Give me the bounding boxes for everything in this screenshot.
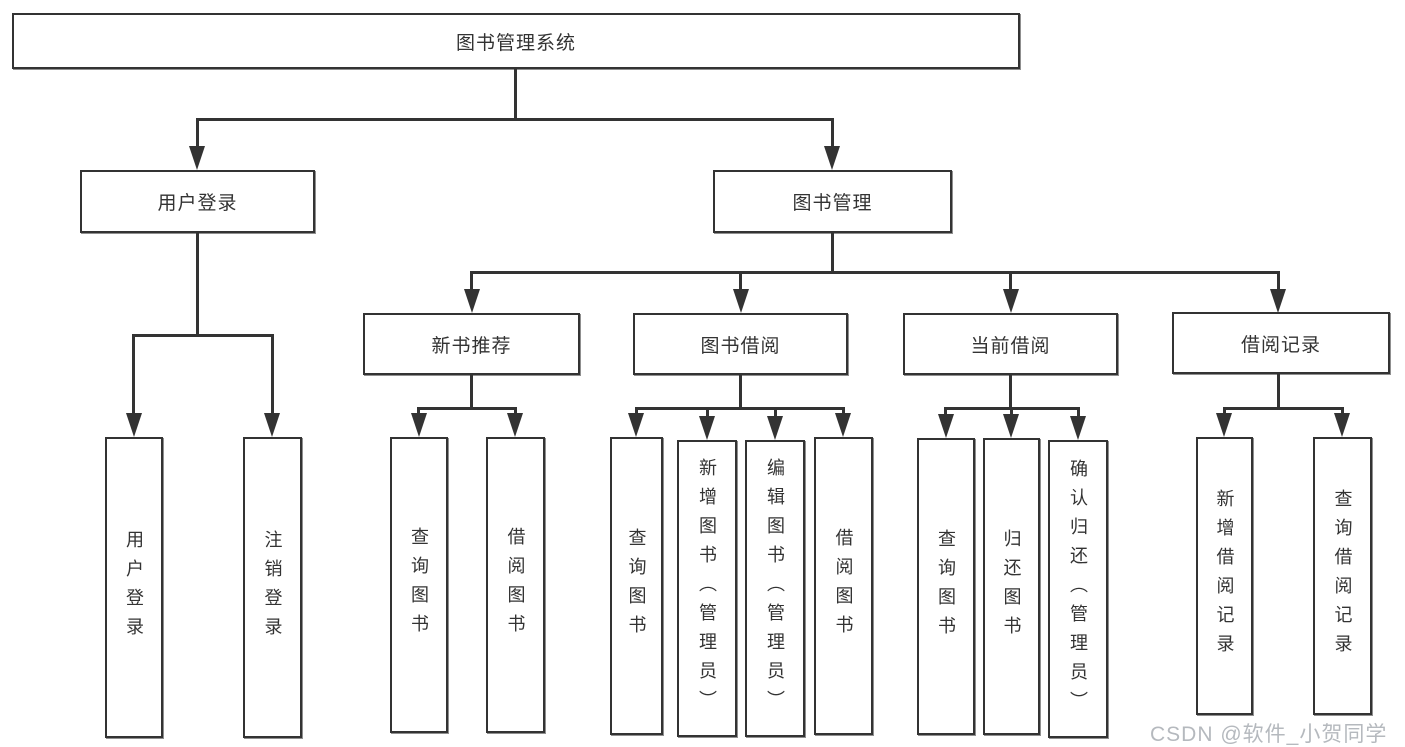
node-label: 用户登录 — [157, 193, 238, 214]
connector-user-login-bus — [132, 334, 274, 337]
node-label: 确认归还（管理员） — [1068, 458, 1088, 720]
connector-book-mgmt-down — [831, 233, 834, 274]
leaf-cb-confirm-return-admin: 确认归还（管理员） — [1048, 440, 1108, 738]
connector-to-new-book-rec — [470, 271, 473, 293]
connector-to-user-login — [196, 118, 199, 150]
arrowhead-borrow-record — [1270, 289, 1286, 313]
node-label: 新书推荐 — [431, 335, 512, 357]
connector-new-book-rec-down — [470, 375, 473, 410]
leaf-br-add-record: 新增借阅记录 — [1196, 437, 1253, 715]
leaf-nbr-query-book: 查询图书 — [390, 437, 448, 733]
node-label: 新增借阅记录 — [1214, 489, 1235, 663]
arrowhead-leaf — [767, 416, 783, 440]
node-label: 借阅记录 — [1240, 334, 1321, 356]
connector-stub — [635, 407, 638, 416]
node-label: 查询图书 — [626, 528, 647, 644]
arrowhead-leaf-login — [126, 413, 142, 437]
arrowhead-leaf — [699, 416, 715, 440]
arrowhead-book-borrow — [733, 289, 749, 313]
leaf-cb-query-book: 查询图书 — [917, 438, 975, 735]
csdn-watermark: CSDN @软件_小贺同学 — [1150, 723, 1388, 746]
arrowhead-current-borrow — [1003, 289, 1019, 313]
leaf-nbr-borrow-book: 借阅图书 — [486, 437, 545, 733]
connector-to-book-borrow — [739, 271, 742, 293]
node-borrow-record: 借阅记录 — [1172, 312, 1390, 374]
node-label: 借阅图书 — [505, 527, 526, 643]
connector-stub — [944, 407, 947, 416]
arrowhead-leaf — [938, 414, 954, 438]
arrowhead-leaf — [1003, 414, 1019, 438]
connector-stub — [1077, 407, 1080, 418]
arrowhead-leaf — [835, 413, 851, 437]
node-label: 编辑图书（管理员） — [765, 458, 785, 719]
node-label: 归还图书 — [1001, 528, 1022, 645]
connector-stub — [1223, 407, 1226, 416]
connector-stub — [417, 407, 420, 416]
arrowhead-leaf — [411, 413, 427, 437]
connector-level3-bus — [470, 271, 1280, 274]
node-label: 查询图书 — [409, 527, 429, 643]
connector-to-leaf-logout — [271, 334, 274, 416]
leaf-bb-query-book: 查询图书 — [610, 437, 663, 735]
arrowhead-book-mgmt — [824, 146, 840, 170]
leaf-br-query-record: 查询借阅记录 — [1313, 437, 1372, 715]
arrowhead-leaf — [1070, 416, 1086, 440]
node-root-system: 图书管理系统 — [12, 13, 1020, 69]
node-label: 查询图书 — [936, 528, 956, 645]
arrowhead-leaf — [507, 413, 523, 437]
arrowhead-leaf — [628, 413, 644, 437]
arrowhead-new-book-rec — [464, 289, 480, 313]
connector-stub — [706, 407, 709, 418]
node-label: 借阅图书 — [833, 528, 854, 644]
connector-stub — [774, 407, 777, 418]
leaf-cb-return-book: 归还图书 — [983, 438, 1040, 735]
connector-book-borrow-down — [739, 375, 742, 410]
connector-stub — [1341, 407, 1344, 416]
connector-stub — [1010, 407, 1013, 416]
node-label: 当前借阅 — [970, 335, 1051, 357]
connector-user-login-down — [196, 233, 199, 337]
connector-level2-bus — [196, 118, 834, 121]
leaf-bb-add-book-admin: 新增图书（管理员） — [677, 440, 737, 737]
leaf-bb-borrow-book: 借阅图书 — [814, 437, 873, 735]
arrowhead-leaf — [1334, 413, 1350, 437]
connector-to-book-mgmt — [831, 118, 834, 150]
connector-to-leaf-login — [132, 334, 135, 416]
node-user-login: 用户登录 — [80, 170, 315, 233]
connector-current-borrow-down — [1009, 375, 1012, 410]
node-current-borrow: 当前借阅 — [903, 313, 1118, 375]
arrowhead-leaf-logout — [264, 413, 280, 437]
leaf-bb-edit-book-admin: 编辑图书（管理员） — [745, 440, 805, 737]
node-book-mgmt: 图书管理 — [713, 170, 952, 233]
node-label: 图书管理 — [792, 193, 873, 214]
connector-stub — [842, 407, 845, 416]
node-new-book-rec: 新书推荐 — [363, 313, 580, 375]
connector-to-borrow-record — [1277, 271, 1280, 293]
node-label: 图书管理系统 — [455, 32, 576, 54]
connector-to-current-borrow — [1009, 271, 1012, 293]
connector-new-book-rec-bus — [417, 407, 517, 410]
node-label: 用户登录 — [124, 529, 144, 646]
node-label: 注销登录 — [262, 529, 283, 646]
node-label: 新增图书（管理员） — [697, 458, 717, 719]
leaf-user-login: 用户登录 — [105, 437, 163, 738]
leaf-logout: 注销登录 — [243, 437, 302, 738]
connector-borrow-record-down — [1277, 374, 1280, 410]
arrowhead-leaf — [1216, 413, 1232, 437]
node-book-borrow: 图书借阅 — [633, 313, 848, 375]
connector-borrow-record-bus — [1223, 407, 1344, 410]
connector-stub — [514, 407, 517, 416]
connector-book-borrow-bus — [635, 407, 845, 410]
connector-root-down — [514, 69, 517, 121]
node-label: 查询借阅记录 — [1332, 489, 1353, 663]
arrowhead-user-login — [189, 146, 205, 170]
node-label: 图书借阅 — [700, 335, 781, 357]
